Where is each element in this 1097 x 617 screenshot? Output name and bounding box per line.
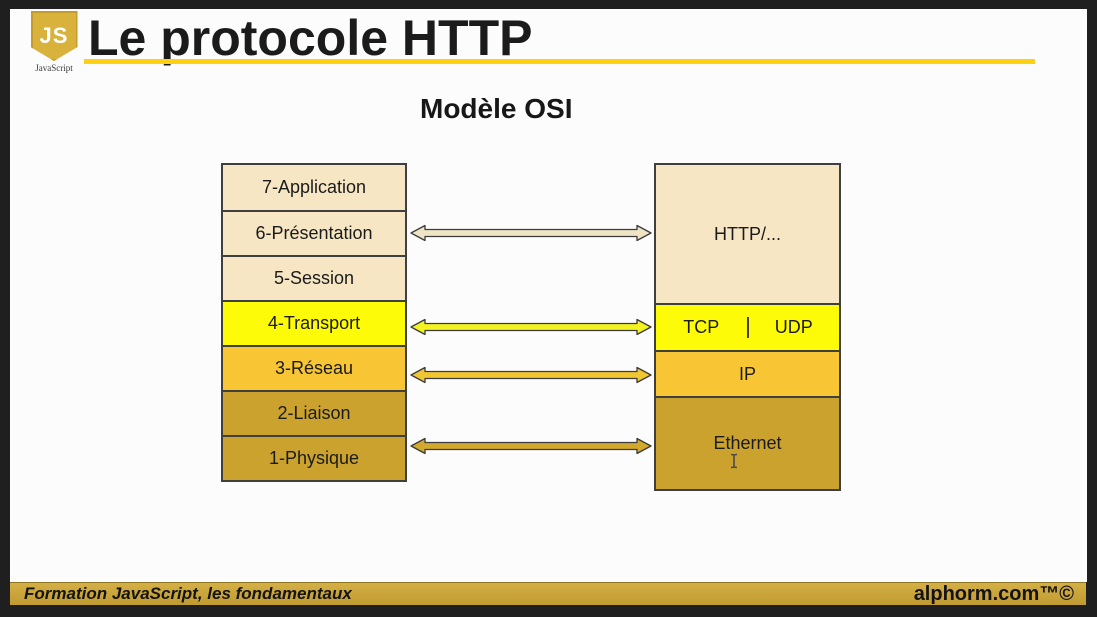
osi-layer-application: 7-Application (223, 165, 405, 210)
presentation-slide: JS JavaScript Le protocole HTTP Modèle O… (10, 9, 1087, 582)
javascript-logo: JS JavaScript (23, 11, 85, 81)
page-title: Le protocole HTTP (88, 10, 533, 66)
double-arrow-transport-tcpudp-icon (408, 317, 654, 337)
javascript-logo-initials: JS (39, 23, 69, 48)
javascript-logo-label: JavaScript (35, 63, 73, 73)
osi-layer-network: 3-Réseau (223, 345, 405, 390)
title-underline (84, 59, 1035, 64)
osi-layer-physical: 1-Physique (223, 435, 405, 480)
protocol-cell-tcp: TCP (683, 317, 720, 337)
double-arrow-link-ethernet-icon (408, 436, 654, 456)
footer-bar: Formation JavaScript, les fondamentaux a… (10, 582, 1086, 605)
footer-course-label: Formation JavaScript, les fondamentaux (24, 584, 352, 603)
text-ibeam-cursor-icon (729, 453, 739, 469)
double-arrow-network-ip-icon (408, 365, 654, 385)
protocol-cell-udp: UDP (746, 317, 840, 338)
double-arrow-presentation-http-icon (408, 223, 654, 243)
osi-layer-transport: 4-Transport (223, 300, 405, 345)
protocol-block-ethernet: Ethernet (656, 396, 839, 489)
osi-layer-presentation: 6-Présentation (223, 210, 405, 255)
protocol-row-tcp-udp: TCP UDP (656, 303, 839, 350)
protocol-block-http: HTTP/... (656, 165, 839, 303)
footer-brand-label: alphorm.com™© (913, 582, 1074, 605)
osi-layers-table: 7-Application 6-Présentation 5-Session 4… (221, 163, 407, 482)
protocol-block-ip: IP (656, 350, 839, 396)
osi-layer-link: 2-Liaison (223, 390, 405, 435)
osi-layer-session: 5-Session (223, 255, 405, 300)
protocol-stack-table: HTTP/... TCP UDP IP Ethernet (654, 163, 841, 491)
diagram-title: Modèle OSI (420, 93, 573, 124)
javascript-shield-icon: JS (30, 11, 78, 61)
